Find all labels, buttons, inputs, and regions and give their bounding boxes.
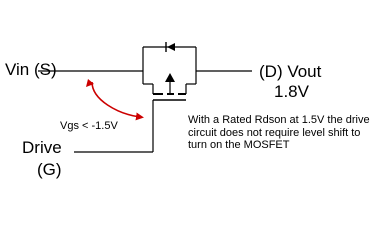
rdson-note-text: With a Rated Rdson at 1.5V the drive cir…: [188, 114, 370, 151]
vout-drain-label: (D) Vout: [259, 62, 322, 81]
vout-value-label: 1.8V: [274, 82, 309, 101]
vgs-annotation-arrow: [91, 81, 144, 121]
mosfet-body-arrow: [165, 73, 175, 82]
mosfet-circuit-diagram: [38, 42, 252, 153]
vin-source-label: Vin (S): [5, 60, 57, 79]
drive-label: Drive: [22, 138, 62, 157]
drive-gate-label: (G): [37, 160, 62, 179]
vgs-arrow-tail-head: [86, 79, 94, 87]
external-diode-triangle: [167, 43, 175, 51]
vgs-threshold-label: Vgs < -1.5V: [60, 120, 118, 132]
